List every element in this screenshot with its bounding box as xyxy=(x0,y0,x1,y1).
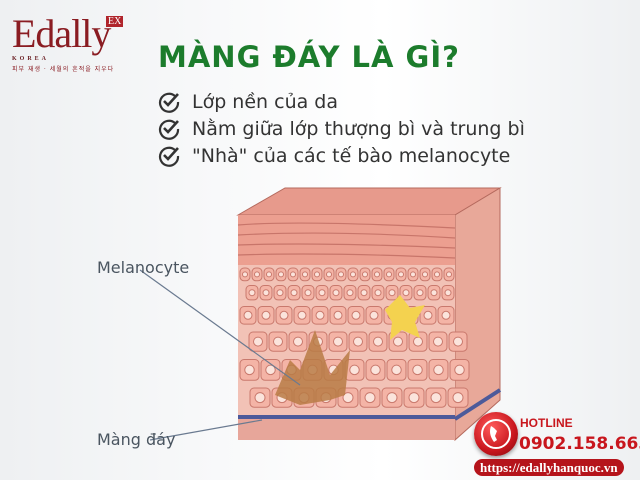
checklist-text: Lớp nền của da xyxy=(192,90,338,113)
cell-nucleus xyxy=(430,289,438,297)
cell-nucleus xyxy=(370,364,381,376)
cell-nucleus xyxy=(402,289,410,297)
cell-nucleus xyxy=(386,392,398,404)
cell-nucleus xyxy=(350,271,356,278)
cell-nucleus xyxy=(293,336,303,347)
cell-nucleus xyxy=(422,271,428,278)
cell-nucleus xyxy=(362,271,368,278)
cell-nucleus xyxy=(369,310,379,320)
cell-nucleus xyxy=(388,289,396,297)
check-circle-icon xyxy=(158,146,180,167)
checklist-text: Nằm giữa lớp thượng bì và trung bì xyxy=(192,117,525,140)
cell-nucleus xyxy=(333,336,343,347)
cell-nucleus xyxy=(278,271,284,278)
cell-nucleus xyxy=(242,271,248,278)
cell-nucleus xyxy=(276,289,284,297)
cell-nucleus xyxy=(338,271,344,278)
cell-nucleus xyxy=(346,289,354,297)
brand-sub: KOREA xyxy=(12,56,50,62)
dermis xyxy=(238,419,455,440)
cell-nucleus xyxy=(441,310,451,320)
brand-name: Edally xyxy=(12,11,111,56)
cell-nucleus xyxy=(360,289,368,297)
website-link[interactable]: https://edallyhanquoc.vn xyxy=(474,459,624,476)
cell-nucleus xyxy=(364,392,376,404)
cell-nucleus xyxy=(297,310,307,320)
cell-nucleus xyxy=(265,364,276,376)
cell-nucleus xyxy=(423,310,433,320)
cell-nucleus xyxy=(412,364,423,376)
cell-nucleus xyxy=(342,392,354,404)
cell-nucleus xyxy=(393,336,403,347)
cell-nucleus xyxy=(304,289,312,297)
cell-nucleus xyxy=(273,336,283,347)
melanocyte-cell xyxy=(275,330,350,405)
cell-nucleus xyxy=(433,364,444,376)
cell-nucleus xyxy=(254,392,266,404)
cell-nucleus xyxy=(413,336,423,347)
cell-nucleus xyxy=(410,271,416,278)
stratum-corneum xyxy=(238,215,455,265)
basement-membrane-label: Màng đáy xyxy=(97,430,176,449)
corneum-lines xyxy=(237,222,456,259)
brand-logo: Edally EX KOREA 피부 재생 · 세월의 흔적을 지우다 xyxy=(12,11,124,73)
cell-nucleus xyxy=(452,392,464,404)
cell-nucleus xyxy=(398,271,404,278)
check-circle-icon xyxy=(158,119,180,140)
cell-nucleus xyxy=(248,289,256,297)
melanocyte-label: Melanocyte xyxy=(97,258,190,277)
cell-nucleus xyxy=(262,289,270,297)
page-title: MÀNG ĐÁY LÀ GÌ? xyxy=(158,40,460,74)
hotline-number[interactable]: 0902.158.663 xyxy=(519,434,640,454)
cell-nucleus xyxy=(254,271,260,278)
cell-nucleus xyxy=(302,271,308,278)
basement-membrane xyxy=(238,415,455,419)
cell-nucleus xyxy=(373,336,383,347)
skin-top-face xyxy=(236,187,502,216)
cell-nucleus xyxy=(318,289,326,297)
cell-nucleus xyxy=(416,289,424,297)
checklist: Lớp nền của da Nằm giữa lớp thượng bì và… xyxy=(158,88,525,169)
cell-nucleus xyxy=(351,310,361,320)
cell-nucleus xyxy=(408,392,420,404)
cell-nucleus xyxy=(433,336,443,347)
phone-icon[interactable] xyxy=(474,412,518,456)
cell-nucleus xyxy=(290,289,298,297)
cell-nucleus xyxy=(326,271,332,278)
check-circle-icon xyxy=(158,92,180,113)
cell-nucleus xyxy=(434,271,440,278)
cell-nucleus xyxy=(374,271,380,278)
cell-nucleus xyxy=(349,364,360,376)
cell-nucleus xyxy=(353,336,363,347)
cell-nucleus xyxy=(314,271,320,278)
melanocyte-cell-yellow xyxy=(385,295,425,340)
cell-nucleus xyxy=(315,310,325,320)
cell-nucleus xyxy=(446,271,452,278)
cell-nucleus xyxy=(279,310,289,320)
checklist-item: Lớp nền của da xyxy=(158,88,525,115)
checklist-item: Nằm giữa lớp thượng bì và trung bì xyxy=(158,115,525,142)
brand-tagline: 피부 재생 · 세월의 흔적을 지우다 xyxy=(12,66,115,73)
cell-nucleus xyxy=(243,310,253,320)
cell-nucleus xyxy=(332,289,340,297)
brand-badge: EX xyxy=(106,16,124,27)
cell-nucleus xyxy=(454,364,465,376)
cell-nucleus xyxy=(391,364,402,376)
cell-nucleus xyxy=(266,271,272,278)
checklist-item: "Nhà" của các tế bào melanocyte xyxy=(158,142,525,169)
cell-nucleus xyxy=(261,310,271,320)
cell-nucleus xyxy=(430,392,442,404)
cell-nucleus xyxy=(374,289,382,297)
cell-nucleus xyxy=(453,336,463,347)
cell-nucleus xyxy=(444,289,452,297)
cell-nucleus xyxy=(290,271,296,278)
hotline-label: HOTLINE xyxy=(520,416,573,430)
cell-nucleus xyxy=(386,271,392,278)
cell-nucleus xyxy=(253,336,263,347)
cell-nucleus xyxy=(333,310,343,320)
cell-nucleus xyxy=(244,364,255,376)
checklist-text: "Nhà" của các tế bào melanocyte xyxy=(192,144,511,167)
